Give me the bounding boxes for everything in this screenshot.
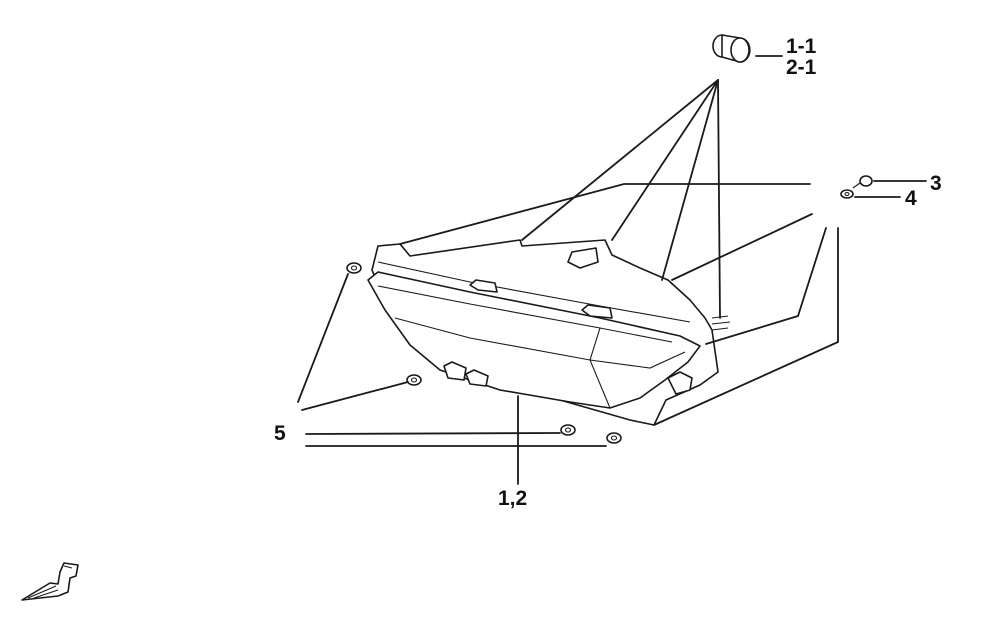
rear-bracket (567, 247, 599, 269)
grommet-3 (560, 424, 576, 436)
screw-shank (852, 182, 861, 189)
headlight-lens-contour (377, 285, 673, 343)
bulb-socket-part (712, 34, 751, 63)
grommet-1 (346, 262, 362, 274)
headlight-top-rim (377, 261, 691, 323)
callout-1-2: 1,2 (498, 487, 528, 510)
callout-3: 3 (930, 172, 942, 195)
top-clip-right (581, 304, 613, 319)
callout-1-1: 1-1 (786, 35, 817, 58)
callout-5: 5 (274, 422, 286, 445)
leaders-bulb (521, 55, 783, 319)
screw-head (859, 175, 873, 187)
bottom-foot-left (443, 361, 467, 381)
connector-pins (711, 315, 731, 331)
side-mounting-tab (667, 371, 693, 395)
front-direction-arrow-icon (21, 562, 79, 601)
washer-part-top (840, 189, 854, 199)
washer-ring (840, 189, 854, 199)
callout-4: 4 (905, 187, 917, 210)
callout-2-1: 2-1 (786, 56, 817, 79)
grommet-4 (606, 432, 622, 444)
grommet-set (346, 262, 622, 444)
grommet-2 (406, 374, 422, 386)
bulb-socket-front (730, 37, 750, 63)
washer-hole (844, 191, 850, 197)
assembly-reference-lines (399, 183, 839, 426)
headlight-assembly (367, 239, 731, 426)
leaders-screw-washer (854, 180, 927, 198)
screw-part (852, 175, 873, 189)
headlight-lens (367, 271, 701, 409)
headlight-lens-edge (589, 327, 611, 409)
bottom-foot-center (465, 369, 489, 387)
leaders-grommets (297, 273, 607, 447)
top-clip-left (469, 279, 498, 293)
